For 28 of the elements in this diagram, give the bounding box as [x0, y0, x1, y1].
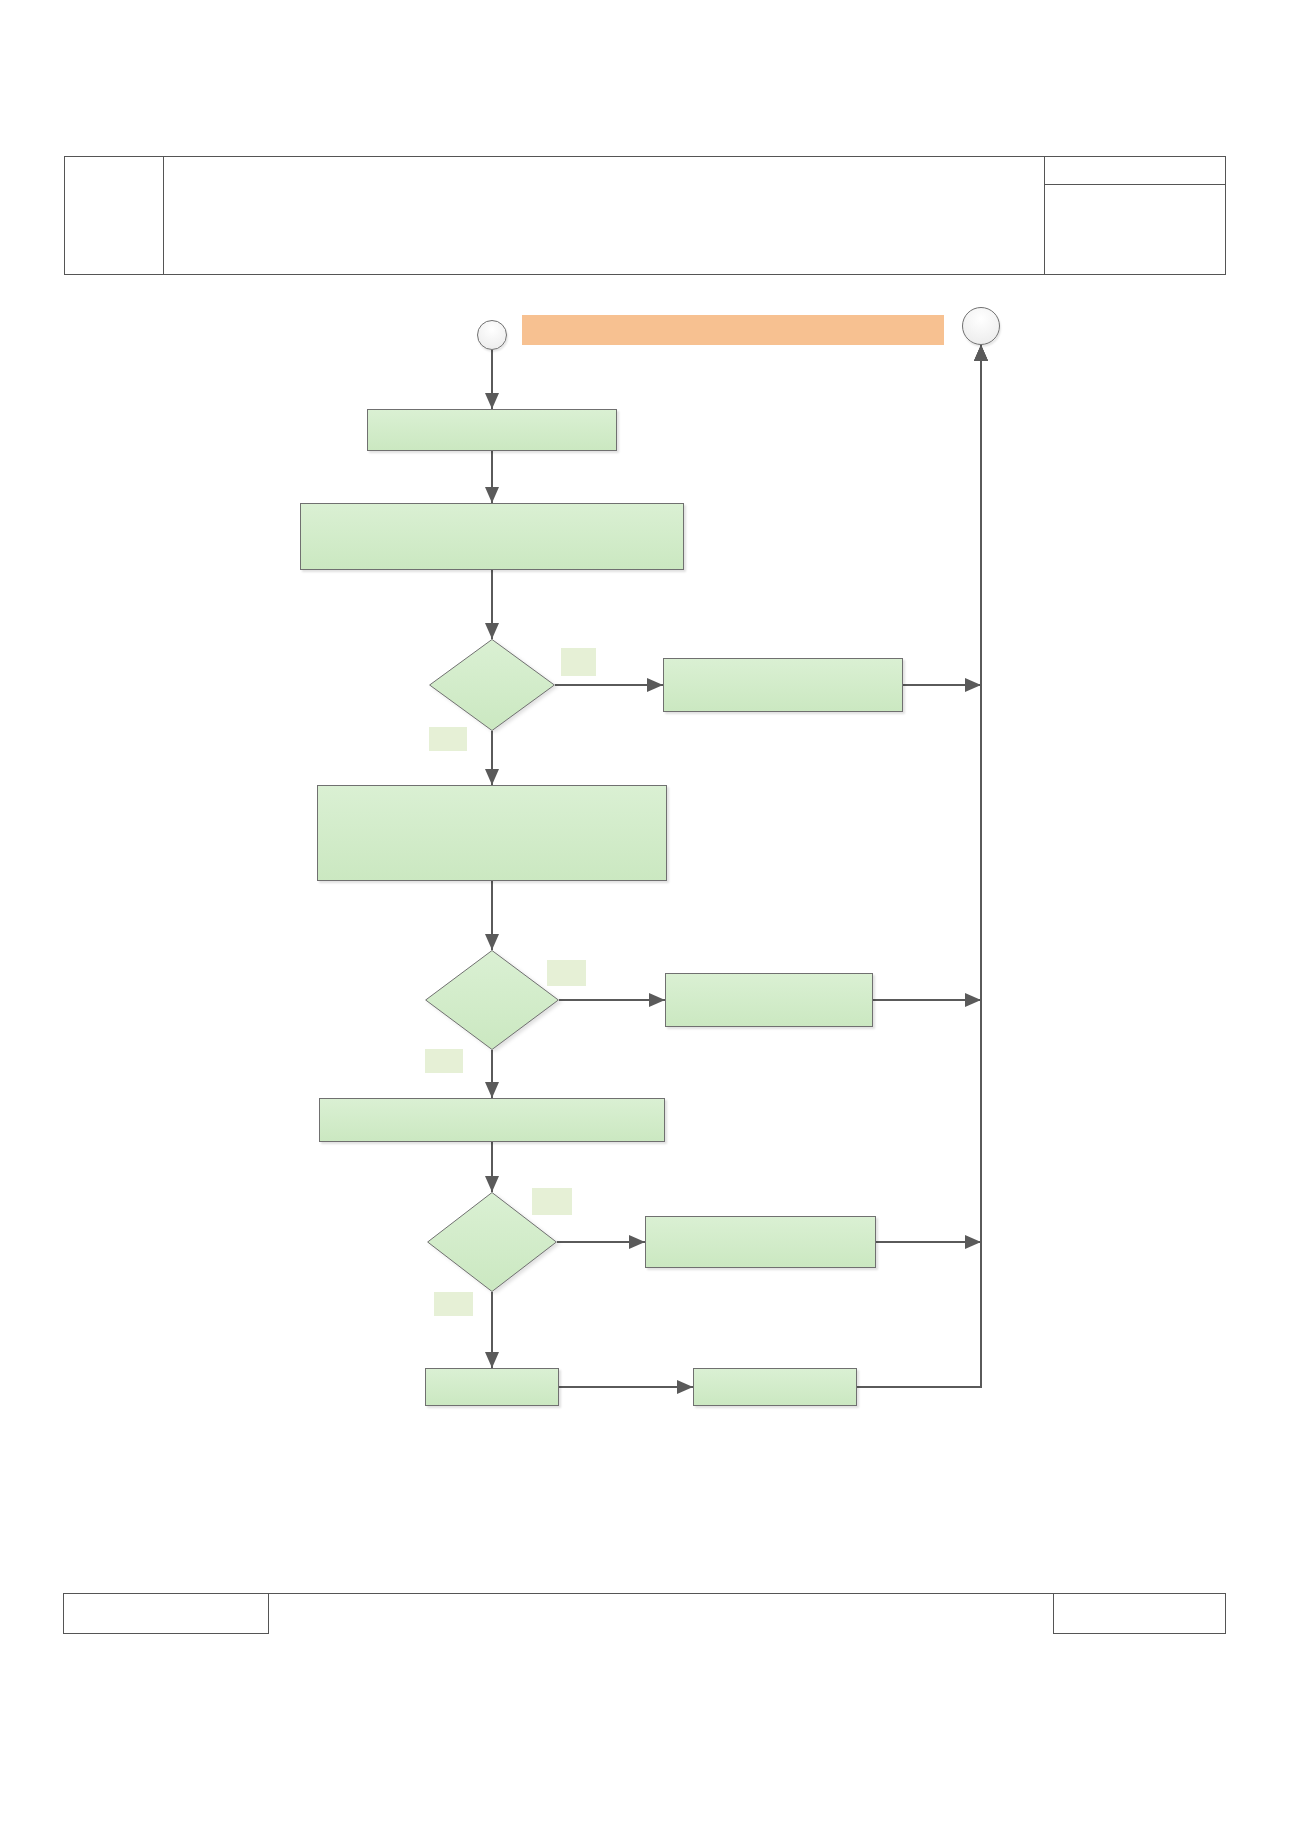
- connector-circle: [477, 320, 507, 350]
- arrow: [485, 880, 499, 951]
- process-box: [665, 973, 873, 1027]
- process-box: [367, 409, 617, 451]
- arrow: [558, 993, 666, 1007]
- arrow: [554, 678, 664, 692]
- arrow: [485, 1291, 499, 1369]
- decision-diamond: [427, 1192, 557, 1292]
- decision-diamond: [425, 950, 559, 1050]
- arrow: [485, 349, 499, 410]
- process-box: [300, 503, 684, 570]
- process-box: [693, 1368, 857, 1406]
- connector-circle: [962, 307, 1000, 345]
- process-box: [317, 785, 667, 881]
- arrow: [485, 1049, 499, 1099]
- process-box: [319, 1098, 665, 1142]
- arrow: [556, 1235, 646, 1249]
- arrow: [485, 730, 499, 786]
- arrow: [485, 1141, 499, 1193]
- banner-bar: [522, 315, 944, 345]
- arrow: [485, 569, 499, 640]
- process-box: [645, 1216, 876, 1268]
- decision-diamond: [429, 639, 555, 731]
- process-box: [663, 658, 903, 712]
- arrow: [856, 344, 988, 1388]
- process-box: [425, 1368, 559, 1406]
- arrow: [558, 1380, 694, 1394]
- arrow: [485, 450, 499, 504]
